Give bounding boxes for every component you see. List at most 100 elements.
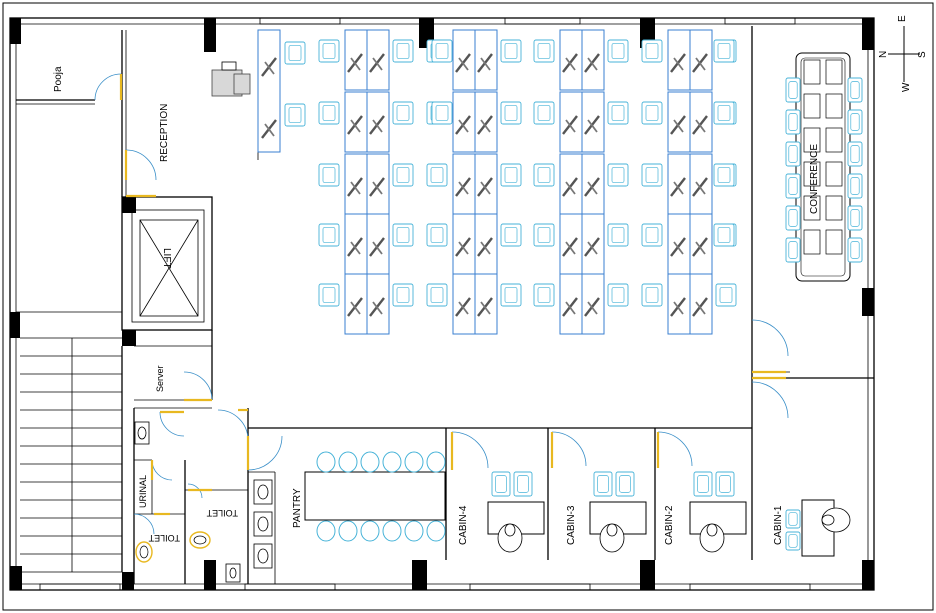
chair-icon (426, 223, 448, 247)
chair-icon (785, 237, 801, 263)
workstation-icon (369, 177, 385, 197)
chair-icon (607, 223, 629, 247)
room-label-toilet-1: TOILET (148, 533, 180, 543)
workstation-icon (261, 57, 277, 77)
chair-icon (426, 520, 446, 542)
room-label-cabin-1: CABIN-1 (773, 505, 784, 545)
chair-icon (713, 101, 735, 125)
chair-icon (513, 471, 533, 497)
workstation-icon (477, 115, 493, 135)
room-label-server: Server (155, 365, 165, 392)
workstation-icon (347, 237, 363, 257)
workstation-icon (455, 53, 471, 73)
chair-icon (785, 109, 801, 135)
chair-icon (284, 103, 306, 127)
chair-icon (641, 283, 663, 307)
workstation-icon (455, 177, 471, 197)
chair-icon (533, 163, 555, 187)
chair-icon (785, 205, 801, 231)
chair-icon (497, 523, 523, 553)
room-label-lift: LIFT (161, 248, 172, 269)
chair-icon (641, 223, 663, 247)
chair-icon (338, 520, 358, 542)
workstation-icon (369, 115, 385, 135)
workstation-icon (584, 53, 600, 73)
compass-north: N (878, 51, 889, 58)
chair-icon (533, 283, 555, 307)
chair-icon (392, 101, 414, 125)
chair-icon (607, 39, 629, 63)
room-label-cabin-4: CABIN-4 (458, 505, 469, 545)
chair-icon (318, 39, 340, 63)
conference-table (785, 52, 863, 282)
workstation-icon (261, 119, 277, 139)
workstation-icon (670, 177, 686, 197)
workstation-icon (477, 53, 493, 73)
chair-icon (699, 523, 725, 553)
chair-icon (500, 283, 522, 307)
chair-icon (713, 39, 735, 63)
chair-icon (318, 283, 340, 307)
chair-icon (785, 531, 801, 551)
compass-icon: E N S W (878, 15, 928, 92)
chair-icon (533, 101, 555, 125)
chair-icon (641, 163, 663, 187)
chair-icon (785, 173, 801, 199)
chair-icon (500, 101, 522, 125)
workstation-icon (562, 177, 578, 197)
chair-icon (693, 471, 713, 497)
room-label-cabin-3: CABIN-3 (566, 505, 577, 545)
workstation-icon (477, 177, 493, 197)
chair-icon (599, 523, 625, 553)
chair-icon (533, 39, 555, 63)
chair-icon (847, 237, 863, 263)
workstation-icon (369, 53, 385, 73)
chair-icon (426, 163, 448, 187)
chair-icon (713, 223, 735, 247)
workstation-icon (347, 297, 363, 317)
chair-icon (641, 101, 663, 125)
chair-icon (318, 163, 340, 187)
chair-icon (785, 77, 801, 103)
workstation-icon (562, 297, 578, 317)
chair-icon (426, 451, 446, 473)
chair-icon (847, 77, 863, 103)
room-label-toilet-2: TOILET (206, 508, 238, 518)
workstation-icon (562, 53, 578, 73)
chair-icon (431, 101, 453, 125)
workstation-icon (477, 297, 493, 317)
room-label-conference: CONFERENCE (809, 144, 820, 214)
chair-icon (316, 451, 336, 473)
chair-icon (847, 109, 863, 135)
chair-icon (382, 451, 402, 473)
room-label-cabin-2: CABIN-2 (664, 505, 675, 545)
chair-icon (491, 471, 511, 497)
chair-icon (318, 101, 340, 125)
workstation-icon (670, 237, 686, 257)
workstation-icon (670, 297, 686, 317)
chair-icon (404, 520, 424, 542)
chair-icon (533, 223, 555, 247)
workstation-icon (455, 237, 471, 257)
workstation-icon (692, 53, 708, 73)
chair-icon (316, 520, 336, 542)
chair-icon (607, 283, 629, 307)
chair-icon (593, 471, 613, 497)
workstation-icon (369, 237, 385, 257)
room-label-reception: RECEPTION (159, 104, 170, 162)
reception-desk (211, 61, 251, 97)
workstation-icon (692, 177, 708, 197)
workstation-icon (670, 115, 686, 135)
pantry-table (304, 451, 446, 542)
chair-icon (392, 223, 414, 247)
workstation-icon (347, 53, 363, 73)
chair-icon (392, 283, 414, 307)
chair-icon (715, 283, 737, 307)
workstation-icon (562, 237, 578, 257)
chair-icon (785, 141, 801, 167)
workstation-icon (369, 297, 385, 317)
chair-icon (607, 101, 629, 125)
workstation-icon (670, 53, 686, 73)
workstation-icon (692, 237, 708, 257)
